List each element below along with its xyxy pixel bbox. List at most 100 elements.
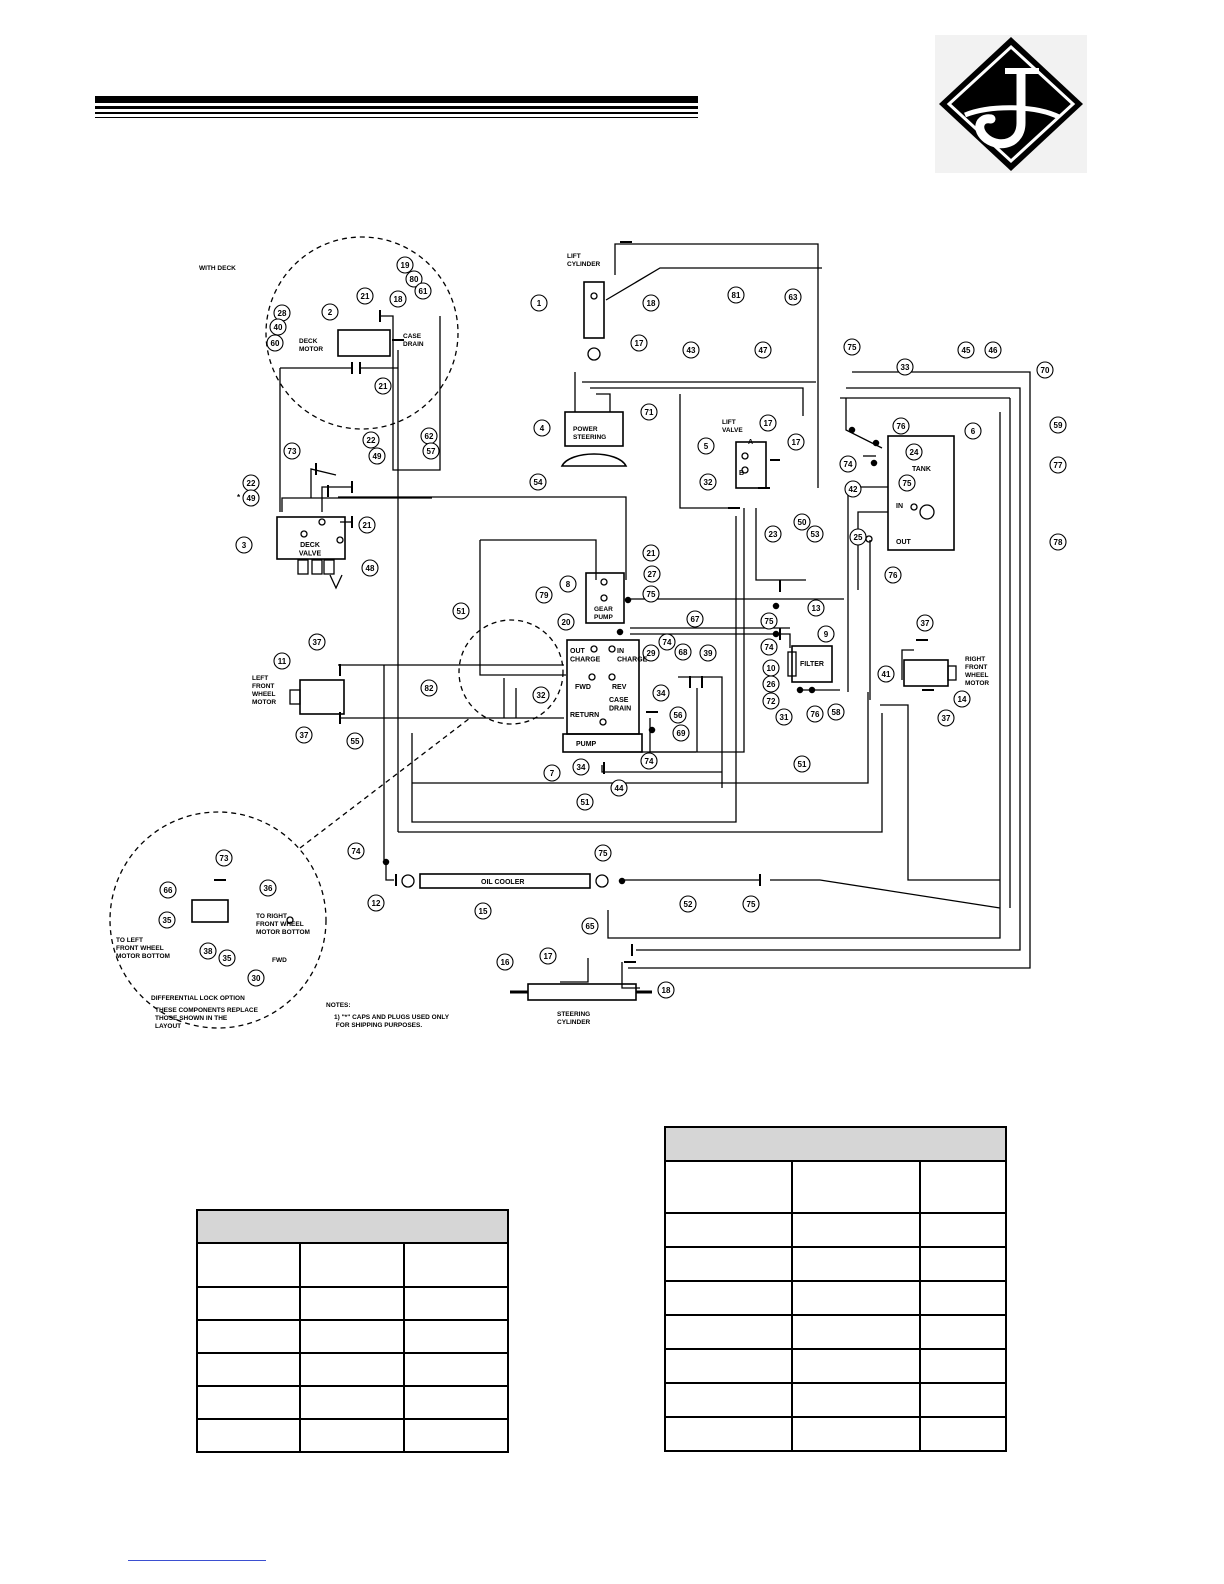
svg-text:17: 17 — [635, 339, 644, 348]
hydraulic-line — [614, 243, 819, 488]
svg-text:23: 23 — [769, 530, 778, 539]
callout-13: 13 — [807, 599, 825, 617]
left-wheel-motor-box — [299, 679, 345, 715]
svg-text:73: 73 — [288, 447, 297, 456]
hydraulic-line — [857, 511, 888, 590]
hydraulic-line — [338, 496, 627, 580]
label-tank-out: OUT — [896, 539, 912, 546]
callout-76: 76 — [884, 566, 902, 584]
hydraulic-line — [628, 371, 1031, 969]
deck-motor-box — [337, 329, 391, 357]
diff-lock-valve-box — [191, 899, 229, 923]
svg-text:21: 21 — [363, 521, 372, 530]
svg-text:81: 81 — [732, 291, 741, 300]
callout-21: 21 — [356, 287, 374, 305]
callout-8: 8 — [559, 575, 577, 593]
callout-54: 54 — [529, 473, 547, 491]
callout-60: 60 — [266, 334, 284, 352]
label-valve-a: A — [748, 439, 753, 446]
oil-cooler-box — [419, 873, 591, 889]
svg-text:28: 28 — [278, 309, 287, 318]
deck-valve-box — [276, 516, 346, 560]
table-cell — [918, 1382, 1008, 1418]
svg-text:43: 43 — [687, 346, 696, 355]
svg-text:72: 72 — [767, 697, 776, 706]
label-oil-cooler: OIL COOLER — [481, 879, 524, 886]
svg-text:51: 51 — [457, 607, 466, 616]
power-steering-box — [564, 411, 624, 447]
label-fwd-inset: FWD — [272, 957, 287, 964]
hydraulic-line — [411, 733, 737, 823]
svg-text:74: 74 — [663, 638, 672, 647]
callout-61: 61 — [414, 282, 432, 300]
svg-text:76: 76 — [811, 710, 820, 719]
callout-56: 56 — [669, 706, 687, 724]
filter-box-box — [791, 645, 833, 683]
svg-text:70: 70 — [1041, 366, 1050, 375]
callout-9: 9 — [817, 625, 835, 643]
hydraulic-line — [560, 958, 589, 983]
steering-wheel-icon — [560, 453, 628, 467]
lift-cylinder-port — [590, 292, 598, 300]
port-marker — [318, 518, 326, 526]
table-cell — [791, 1212, 921, 1248]
svg-text:25: 25 — [854, 533, 863, 542]
hydraulic-line — [636, 387, 1021, 951]
svg-text:74: 74 — [645, 757, 654, 766]
callout-65: 65 — [581, 917, 599, 935]
svg-text:75: 75 — [747, 900, 756, 909]
callout-38: 38 — [199, 942, 217, 960]
svg-text:60: 60 — [271, 339, 280, 348]
callout-45: 45 — [957, 341, 975, 359]
label-fwd: FWD — [575, 684, 591, 691]
port-marker — [336, 536, 344, 544]
callout-18: 18 — [389, 290, 407, 308]
callout-36: 36 — [259, 879, 277, 897]
callout-37: 37 — [308, 633, 326, 651]
svg-text:82: 82 — [425, 684, 434, 693]
table-title-bar — [663, 1126, 1008, 1162]
svg-text:14: 14 — [958, 695, 967, 704]
svg-text:51: 51 — [581, 798, 590, 807]
callout-63: 63 — [784, 288, 802, 306]
callout-43: 43 — [682, 341, 700, 359]
label-tank: TANK — [912, 466, 931, 473]
callout-29: 29 — [642, 644, 660, 662]
callout-24: 24 — [905, 443, 923, 461]
parts-table-left — [195, 1209, 510, 1453]
callout-48: 48 — [361, 559, 379, 577]
table-cell — [196, 1242, 301, 1288]
callout-49: 49 — [368, 447, 386, 465]
junction-dot — [618, 877, 626, 885]
callout-16: 16 — [496, 953, 514, 971]
callout-77: 77 — [1049, 456, 1067, 474]
label-valve-b: B — [739, 470, 744, 477]
port-marker — [599, 718, 607, 726]
svg-text:21: 21 — [379, 382, 388, 391]
svg-text:15: 15 — [479, 907, 488, 916]
hydraulic-line — [601, 765, 722, 773]
svg-text:18: 18 — [662, 986, 671, 995]
svg-text:31: 31 — [780, 713, 789, 722]
table-row — [664, 1348, 1008, 1384]
parts-table-right — [663, 1126, 1008, 1452]
svg-text:74: 74 — [765, 643, 774, 652]
oil-cooler-fitting-right — [595, 874, 609, 888]
callout-72: 72 — [762, 692, 780, 710]
callout-75: 75 — [760, 612, 778, 630]
deck-valve-spool — [311, 559, 323, 575]
table-cell — [299, 1319, 405, 1354]
svg-text:11: 11 — [278, 657, 287, 666]
svg-text:21: 21 — [361, 292, 370, 301]
table-cell — [664, 1280, 793, 1316]
hydraulic-line — [412, 692, 869, 784]
callout-14: 14 — [953, 690, 971, 708]
callout-17: 17 — [759, 414, 777, 432]
hydraulic-line — [847, 486, 888, 692]
svg-text:33: 33 — [901, 363, 910, 372]
svg-text:44: 44 — [615, 784, 624, 793]
callout-75: 75 — [742, 895, 760, 913]
